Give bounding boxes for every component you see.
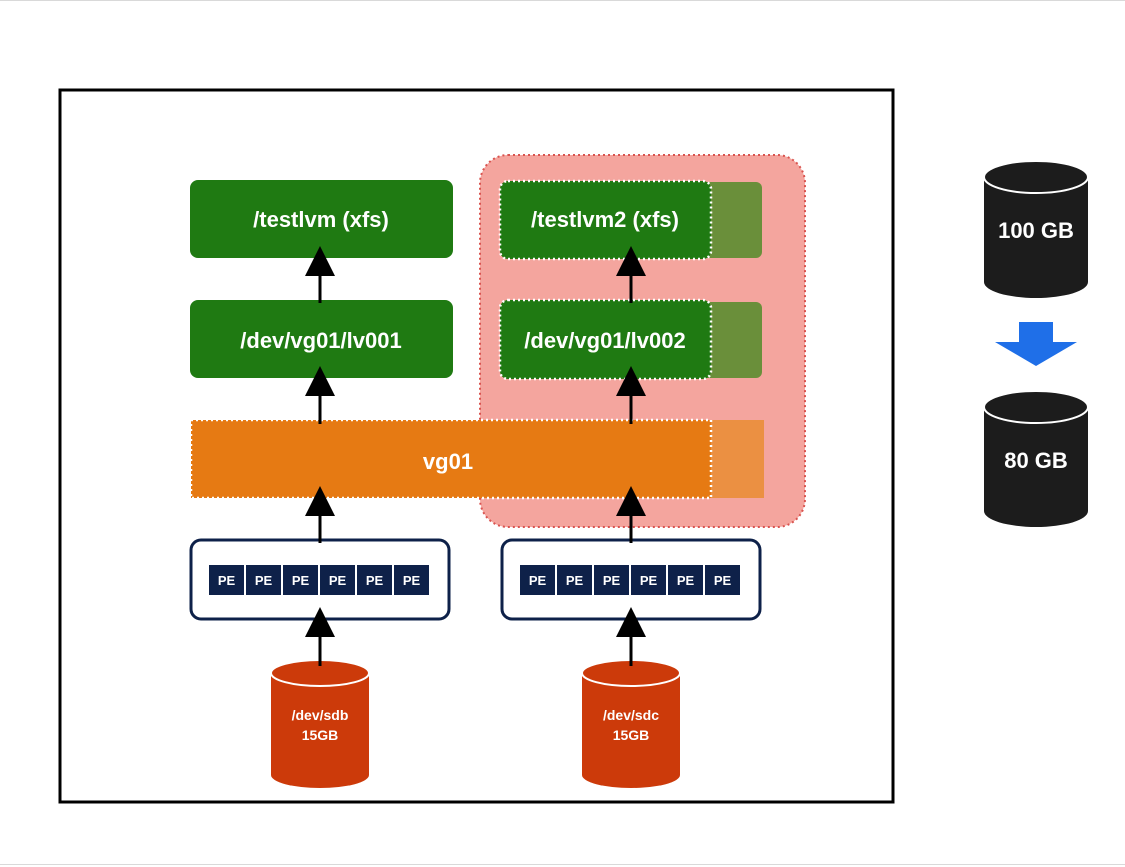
- left-disk-name: /dev/sdb: [292, 707, 349, 723]
- pe-block-label: PE: [218, 573, 236, 588]
- pe-block-label: PE: [640, 573, 658, 588]
- right-pe-container: PE PE PE PE PE PE: [500, 538, 762, 621]
- pe-block: PE: [520, 565, 555, 595]
- pe-block-label: PE: [366, 573, 384, 588]
- volume-group-label: vg01: [423, 449, 473, 474]
- pe-block-label: PE: [677, 573, 695, 588]
- left-disk-cylinder: /dev/sdb 15GB: [270, 659, 370, 788]
- left-pe-row: PE PE PE PE PE PE: [209, 565, 429, 595]
- right-filesystem-extension: [700, 182, 762, 258]
- right-logical-volume-extension: [700, 302, 762, 378]
- left-pe-container: PE PE PE PE PE PE: [189, 538, 451, 621]
- pe-block-label: PE: [603, 573, 621, 588]
- left-filesystem-label: /testlvm (xfs): [253, 207, 389, 232]
- pe-block: PE: [705, 565, 740, 595]
- pe-block-label: PE: [255, 573, 273, 588]
- pe-block: PE: [631, 565, 666, 595]
- right-disk-size: 15GB: [613, 727, 650, 743]
- volume-group-extension: [708, 420, 764, 498]
- left-logical-volume-label: /dev/vg01/lv001: [240, 328, 401, 353]
- size-after-cylinder: 80 GB: [983, 390, 1089, 527]
- pe-block: PE: [209, 565, 244, 595]
- pe-block: PE: [594, 565, 629, 595]
- left-logical-volume-box: /dev/vg01/lv001: [190, 300, 453, 378]
- pe-block: PE: [283, 565, 318, 595]
- size-before-label: 100 GB: [998, 218, 1074, 243]
- pe-block-label: PE: [566, 573, 584, 588]
- right-filesystem-label: /testlvm2 (xfs): [531, 207, 679, 232]
- right-disk-name: /dev/sdc: [603, 707, 659, 723]
- right-disk-cylinder: /dev/sdc 15GB: [581, 659, 681, 788]
- left-filesystem-box: /testlvm (xfs): [190, 180, 453, 258]
- pe-block: PE: [320, 565, 355, 595]
- arrow-down-icon: [995, 322, 1077, 366]
- right-filesystem-box: /testlvm2 (xfs): [498, 179, 713, 261]
- bottom-divider: [0, 864, 1125, 865]
- pe-block-label: PE: [329, 573, 347, 588]
- left-disk-size: 15GB: [302, 727, 339, 743]
- pe-block: PE: [557, 565, 592, 595]
- right-pe-row: PE PE PE PE PE PE: [520, 565, 740, 595]
- volume-group-box: vg01: [189, 418, 713, 500]
- top-divider: [0, 0, 1125, 1]
- right-logical-volume-box: /dev/vg01/lv002: [498, 298, 713, 381]
- pe-block: PE: [246, 565, 281, 595]
- pe-block-label: PE: [292, 573, 310, 588]
- size-before-cylinder: 100 GB: [983, 160, 1089, 298]
- size-after-label: 80 GB: [1004, 448, 1068, 473]
- pe-block: PE: [668, 565, 703, 595]
- right-logical-volume-label: /dev/vg01/lv002: [524, 328, 685, 353]
- pe-block: PE: [394, 565, 429, 595]
- pe-block-label: PE: [529, 573, 547, 588]
- pe-block-label: PE: [714, 573, 732, 588]
- pe-block-label: PE: [403, 573, 421, 588]
- pe-block: PE: [357, 565, 392, 595]
